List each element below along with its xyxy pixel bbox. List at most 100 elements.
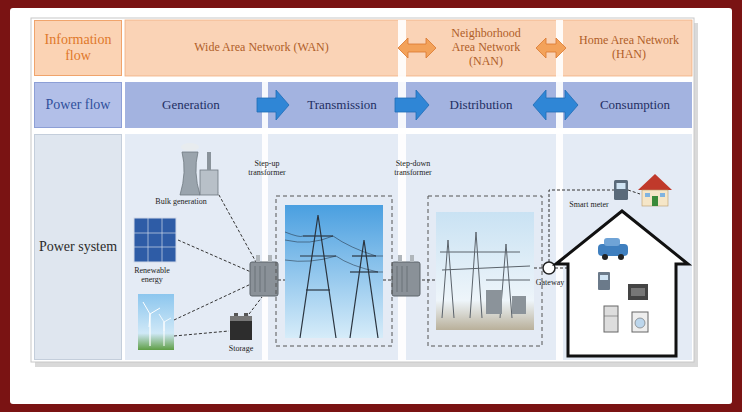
home-appliance-icon	[602, 254, 608, 260]
stage-band: Distribution	[429, 82, 533, 128]
band-text: Neighborhood Area Network (NAN)	[436, 27, 536, 68]
substation-photo	[442, 266, 530, 270]
house-icon	[645, 193, 650, 197]
band-text: Wide Area Network (WAN)	[191, 41, 331, 55]
transmission-photo	[300, 215, 336, 338]
house-icon	[638, 174, 672, 190]
transmission-photo	[276, 196, 392, 346]
wind-turbine-icon	[138, 294, 174, 350]
band-text: Transmission	[304, 98, 380, 113]
network-band: Neighborhood Area Network (NAN)	[436, 20, 536, 76]
network-line	[178, 240, 251, 272]
home-appliance-icon	[598, 238, 648, 332]
transformer-icon	[255, 266, 256, 292]
substation-photo	[440, 232, 530, 318]
network-line	[555, 268, 568, 269]
stage-band: Generation	[125, 82, 257, 128]
solar-panel-icon	[148, 218, 149, 262]
row-band	[125, 82, 692, 128]
network-line	[214, 186, 256, 262]
home-appliance-icon	[632, 312, 648, 332]
substation-photo	[486, 280, 530, 281]
part-label: Storage	[222, 344, 260, 353]
wind-turbine-icon	[164, 318, 171, 322]
flow-arrow	[257, 90, 289, 120]
transmission-photo	[300, 255, 336, 256]
solar-panel-icon	[134, 218, 176, 262]
part-label: Smart meter	[564, 200, 614, 209]
solar-panel-icon	[134, 233, 176, 234]
transformer-icon	[410, 255, 414, 262]
row-band	[125, 20, 692, 360]
substation-photo	[428, 196, 542, 346]
home-appliance-icon	[631, 288, 645, 296]
transformer-icon	[392, 262, 420, 296]
band-text: Home Area Network (HAN)	[566, 34, 692, 62]
solar-panel-icon	[134, 247, 176, 248]
transmission-photo	[285, 205, 383, 338]
frame	[31, 18, 694, 362]
substation-photo	[428, 196, 542, 346]
transformer-icon	[268, 255, 272, 262]
band-text: Distribution	[447, 98, 516, 113]
substation-photo	[440, 252, 520, 253]
network-line	[278, 280, 285, 281]
network-line	[383, 280, 392, 281]
transmission-photo	[350, 240, 378, 338]
network-line	[246, 297, 262, 318]
flow-arrow	[536, 38, 566, 58]
substation-photo	[470, 232, 482, 318]
wind-turbine-icon	[159, 314, 164, 322]
transmission-photo	[285, 236, 383, 256]
transformer-icon	[407, 266, 408, 292]
transformer-icon	[265, 266, 266, 292]
smart-meter-icon	[614, 180, 628, 200]
wind-turbine-icon	[143, 302, 150, 314]
storage-battery-icon	[230, 320, 252, 340]
wind-turbine-icon	[150, 308, 160, 314]
transmission-photo	[285, 256, 383, 272]
row-header-text: Power flow	[43, 97, 114, 113]
home-appliance-icon	[635, 318, 645, 328]
network-line	[174, 284, 251, 320]
home-appliance-icon	[604, 238, 620, 246]
bulk-generation-icon	[207, 152, 211, 170]
solar-panel-icon	[134, 218, 176, 262]
transmission-photo	[303, 235, 333, 236]
transmission-photo	[285, 232, 383, 272]
flow-arrow	[533, 90, 578, 120]
home-appliance-icon	[598, 272, 610, 290]
house-icon	[642, 190, 668, 206]
home-outline	[556, 211, 688, 356]
transmission-photo	[352, 255, 376, 256]
transformer-icon	[398, 255, 402, 262]
network-band: Wide Area Network (WAN)	[125, 20, 398, 76]
home-outline	[556, 211, 688, 356]
transmission-photo	[306, 289, 330, 290]
transformer-icon	[260, 266, 261, 292]
part-label: Bulk generation	[148, 197, 214, 206]
part-label: Gateway	[530, 278, 570, 287]
house-icon	[660, 193, 665, 197]
transformer-icon	[250, 262, 278, 296]
wind-turbine-icon	[149, 314, 150, 346]
row-header: Power system	[34, 134, 122, 360]
band-text: Generation	[159, 98, 223, 113]
smart-meter-icon	[617, 183, 626, 189]
column-separator	[262, 82, 268, 360]
network-line	[174, 331, 229, 336]
row-header-text: Power system	[36, 239, 120, 255]
bulk-generation-icon	[180, 152, 200, 195]
part-label: Renewable energy	[126, 266, 178, 284]
flow-arrow	[395, 90, 429, 120]
row-header: Information flow	[34, 20, 122, 76]
storage-battery-icon	[230, 313, 252, 340]
row-band	[125, 20, 692, 76]
house-icon	[638, 174, 672, 206]
transformer-icon	[397, 266, 398, 292]
substation-photo	[436, 212, 534, 330]
home-appliance-icon	[604, 316, 618, 317]
home-appliance-icon	[618, 254, 624, 260]
bulk-generation-icon	[200, 170, 218, 195]
